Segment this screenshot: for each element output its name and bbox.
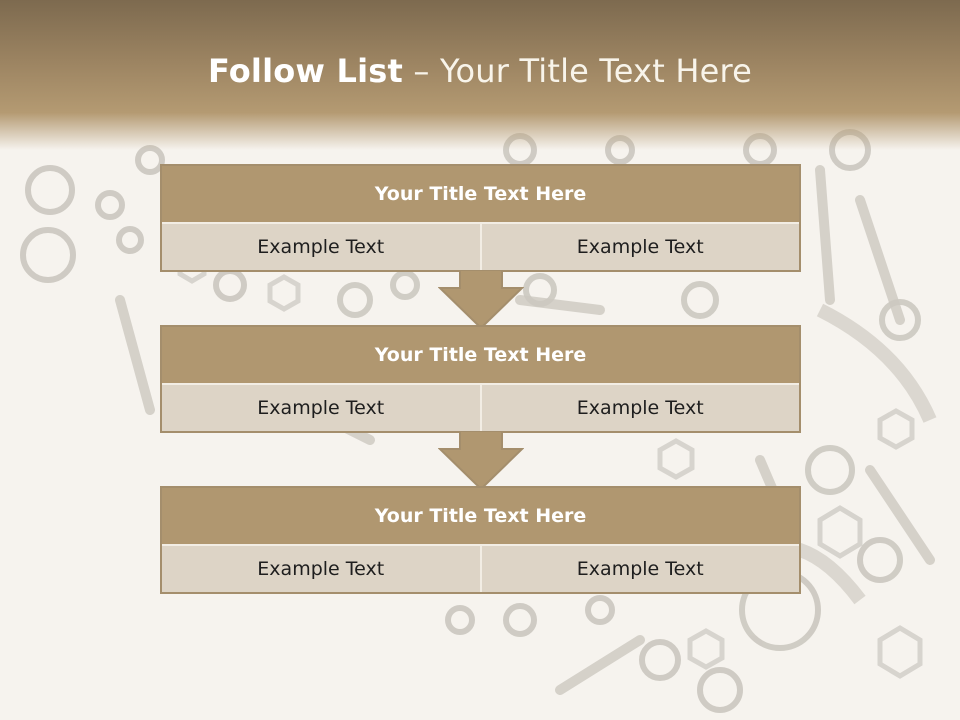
block-cell-left: Example Text <box>162 224 480 270</box>
down-arrow-icon <box>438 431 524 491</box>
list-block-2: Your Title Text Here Example Text Exampl… <box>160 325 801 433</box>
block-cell-right: Example Text <box>479 385 799 431</box>
block-title: Your Title Text Here <box>162 488 799 546</box>
block-row: Example Text Example Text <box>162 224 799 270</box>
block-title: Your Title Text Here <box>162 166 799 224</box>
block-row: Example Text Example Text <box>162 385 799 431</box>
block-cell-left: Example Text <box>162 385 480 431</box>
header-band <box>0 0 960 150</box>
list-block-3: Your Title Text Here Example Text Exampl… <box>160 486 801 594</box>
slide-title-bold: Follow List <box>207 52 404 90</box>
block-title: Your Title Text Here <box>162 327 799 385</box>
block-row: Example Text Example Text <box>162 546 799 592</box>
block-cell-right: Example Text <box>479 546 799 592</box>
slide-title-rest: – Your Title Text Here <box>413 52 753 90</box>
down-arrow-icon <box>438 270 524 330</box>
list-block-1: Your Title Text Here Example Text Exampl… <box>160 164 801 272</box>
block-cell-right: Example Text <box>479 224 799 270</box>
block-cell-left: Example Text <box>162 546 480 592</box>
slide-title: Follow List – Your Title Text Here <box>0 52 960 90</box>
